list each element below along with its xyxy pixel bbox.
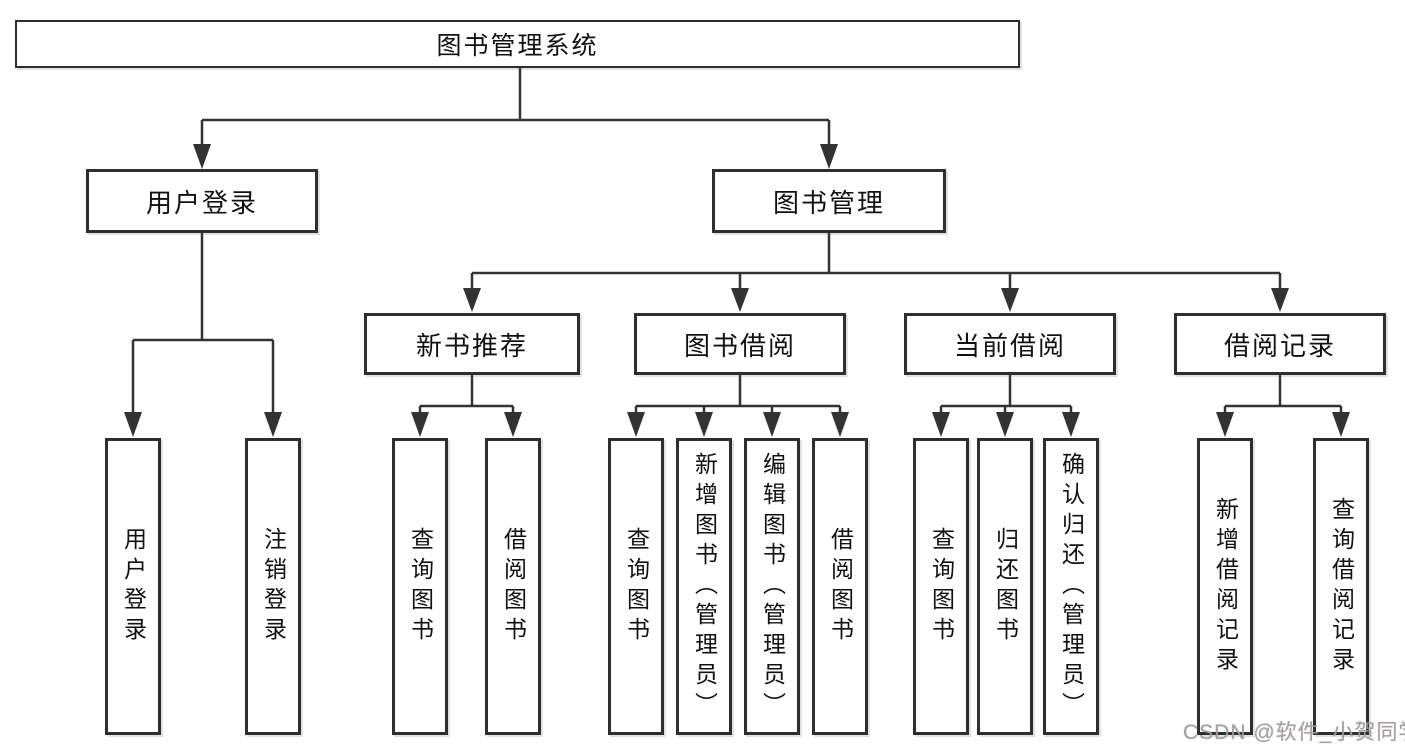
leaf-label: 借阅图书 <box>827 526 854 647</box>
node-new-book-recommend: 新书推荐 <box>364 313 580 375</box>
leaf-query-books-recommend: 查询图书 <box>392 438 448 735</box>
node-current-borrow: 当前借阅 <box>904 313 1116 375</box>
leaf-label: 新增借阅记录 <box>1212 496 1239 677</box>
leaf-label: 查询图书 <box>623 526 650 647</box>
leaf-label: 借阅图书 <box>500 526 527 647</box>
leaf-query-borrow-record: 查询借阅记录 <box>1313 438 1369 735</box>
leaf-return-books: 归还图书 <box>977 438 1033 735</box>
leaf-label: 查询借阅记录 <box>1328 496 1355 677</box>
node-book-borrow: 图书借阅 <box>634 313 846 375</box>
leaf-query-books-current: 查询图书 <box>913 438 969 735</box>
leaf-user-login-label: 用户登录 <box>120 526 147 647</box>
node-book-management: 图书管理 <box>712 169 946 233</box>
node-borrow-record: 借阅记录 <box>1174 313 1386 375</box>
leaf-label: 确认归还（管理员） <box>1058 451 1085 722</box>
leaf-logout: 注销登录 <box>245 438 301 735</box>
leaf-add-borrow-record: 新增借阅记录 <box>1197 438 1253 735</box>
leaf-user-login: 用户登录 <box>105 438 161 735</box>
leaf-borrow-books-recommend: 借阅图书 <box>485 438 541 735</box>
arrowheads <box>124 144 1350 437</box>
leaf-query-books-borrow: 查询图书 <box>608 438 664 735</box>
leaf-label: 查询图书 <box>928 526 955 647</box>
leaf-edit-books-admin: 编辑图书（管理员） <box>744 438 800 735</box>
leaf-confirm-return-admin: 确认归还（管理员） <box>1043 438 1099 735</box>
csdn-watermark: CSDN @软件_小贺同学 <box>1183 721 1405 744</box>
leaf-label: 编辑图书（管理员） <box>759 451 786 722</box>
leaf-label: 新增图书（管理员） <box>691 451 718 722</box>
leaf-add-books-admin: 新增图书（管理员） <box>676 438 732 735</box>
leaf-logout-label: 注销登录 <box>260 526 287 647</box>
leaf-borrow-books: 借阅图书 <box>812 438 868 735</box>
leaf-label: 归还图书 <box>992 526 1019 647</box>
node-user-login: 用户登录 <box>86 169 318 233</box>
leaf-label: 查询图书 <box>407 526 434 647</box>
node-root-system: 图书管理系统 <box>15 20 1020 68</box>
